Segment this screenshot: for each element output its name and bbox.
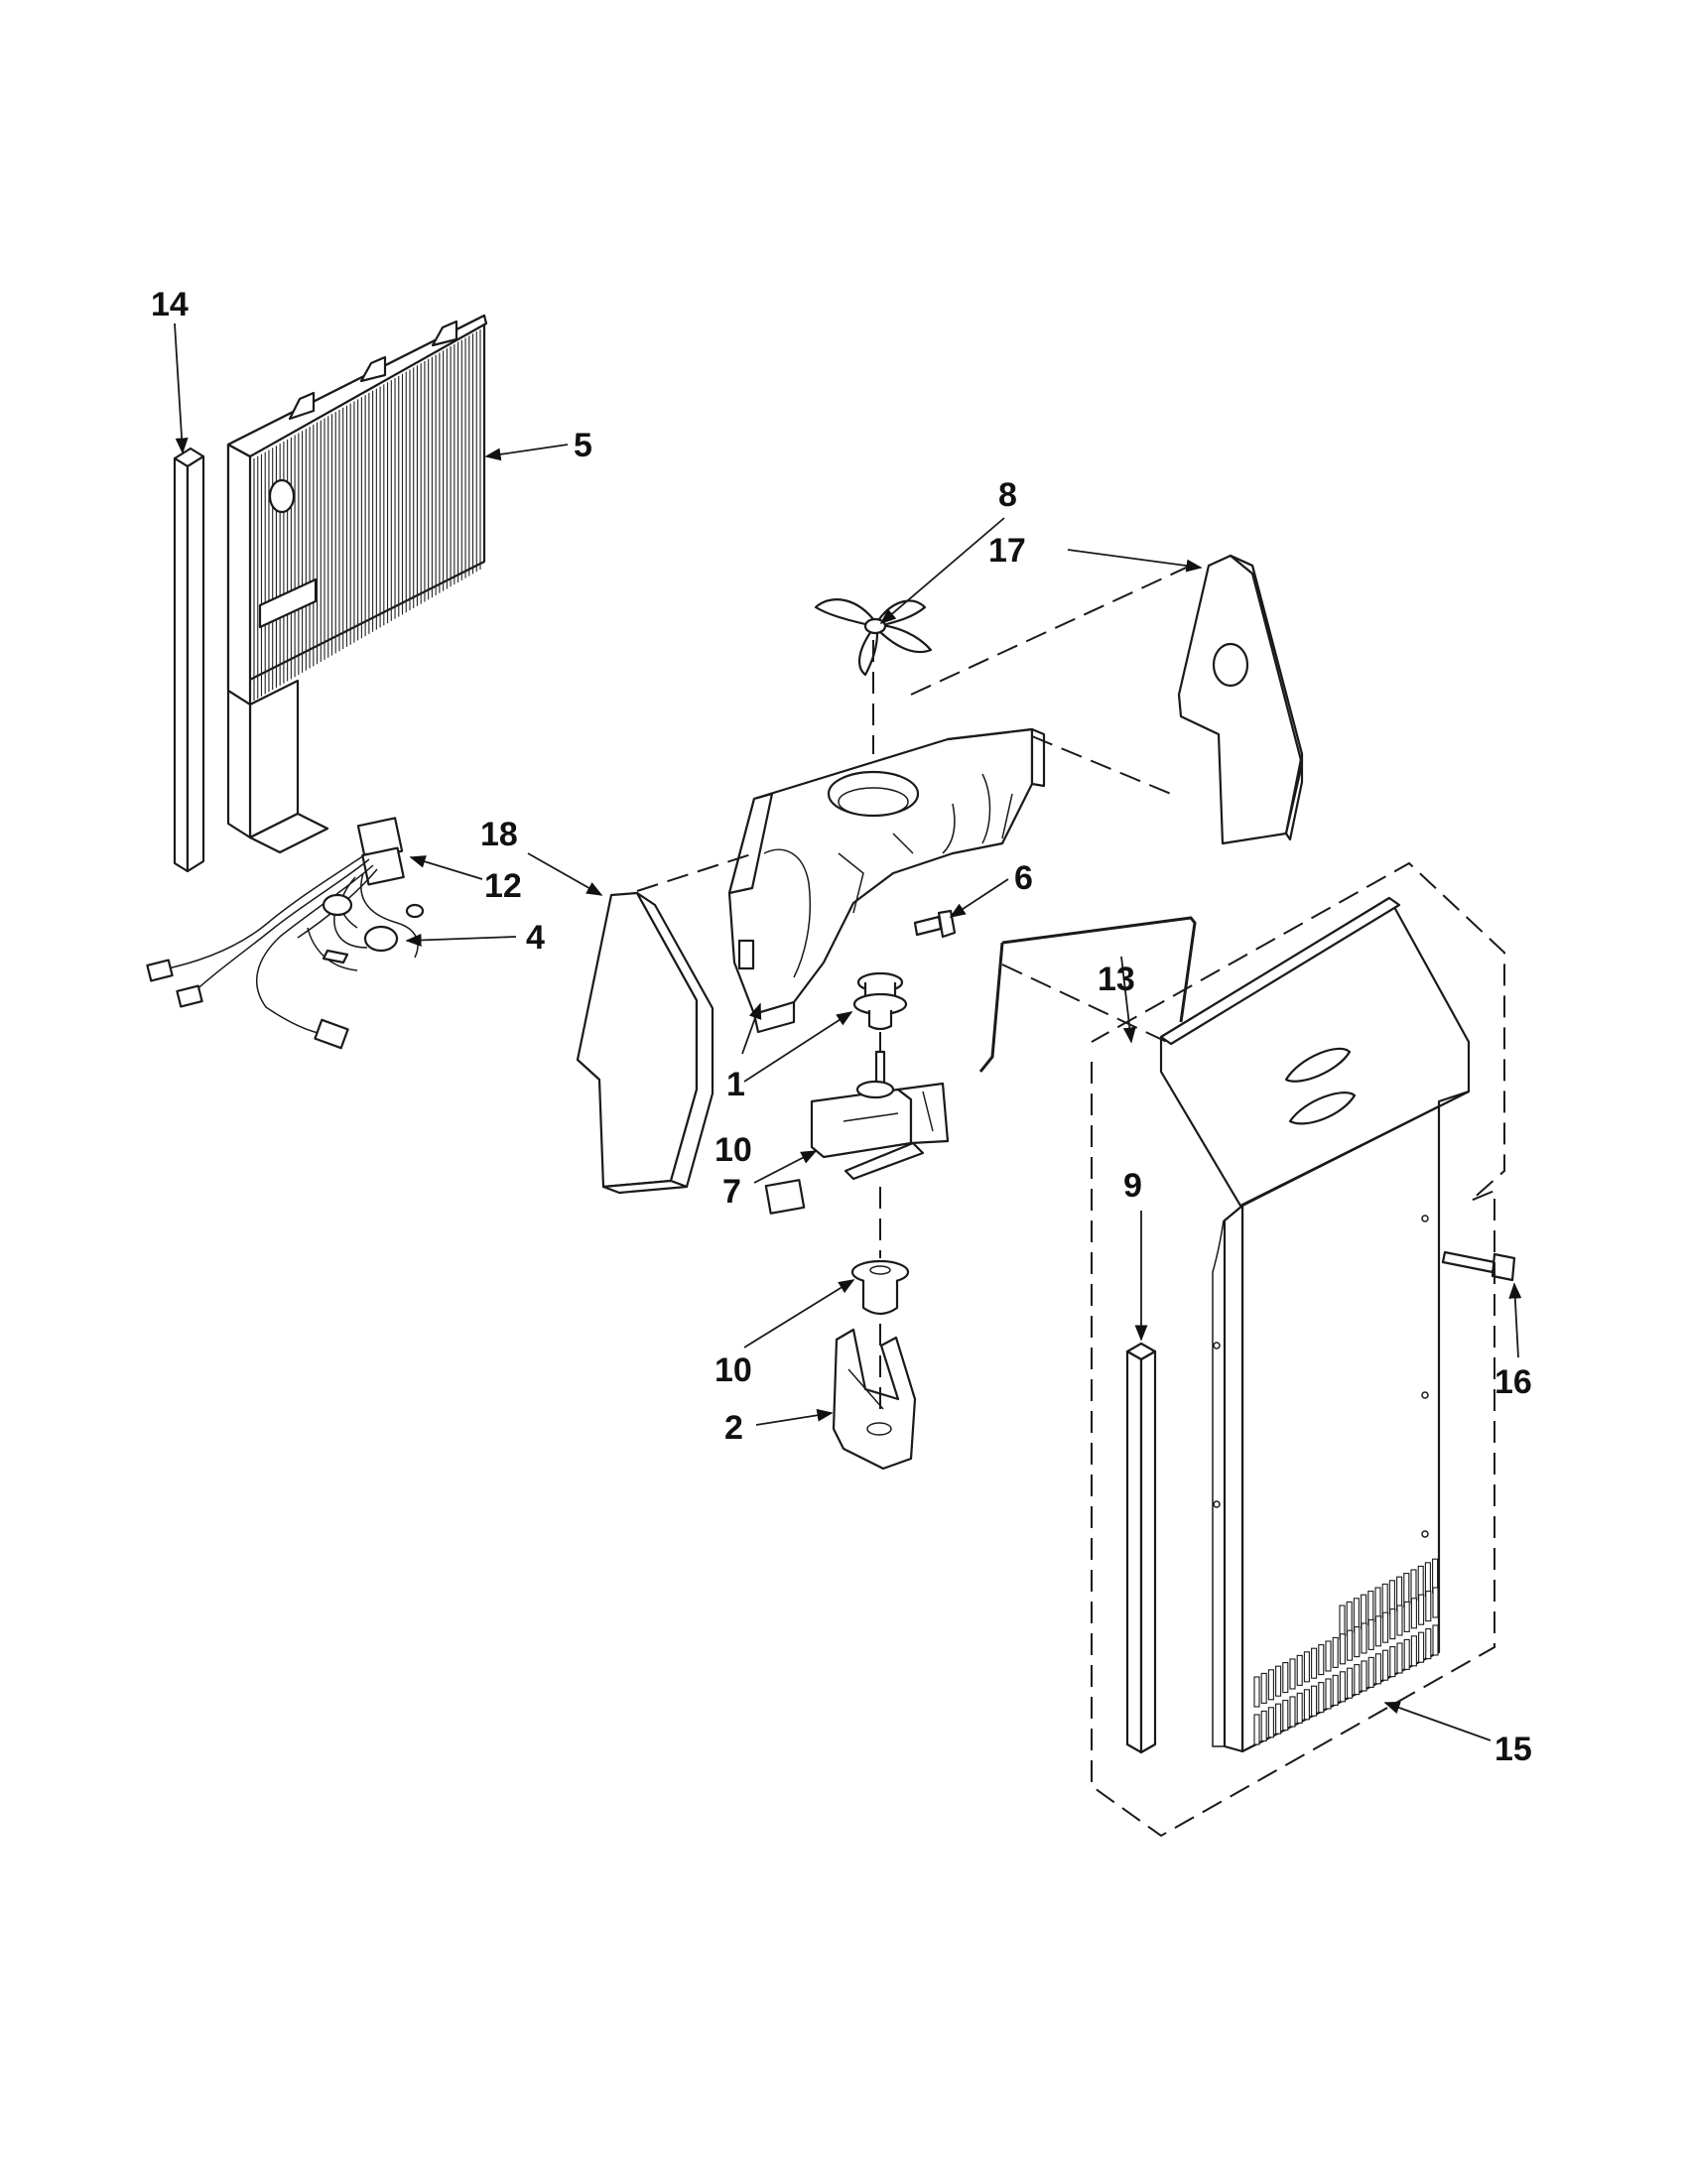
callout-13: 13 — [1098, 961, 1135, 998]
part-18-left-baffle — [576, 891, 714, 1195]
part-6-screw — [913, 909, 957, 939]
part-12-4-wire-harness — [146, 817, 425, 1050]
callout-labels: 14 5 8 17 18 12 4 6 13 1 10 7 9 16 10 2 … — [151, 286, 1532, 1768]
callout-6: 6 — [1014, 859, 1033, 897]
assembly-dashed-lines — [636, 563, 1505, 1838]
part-10-grommet-lower — [850, 1259, 910, 1316]
callout-17: 17 — [988, 532, 1026, 570]
callout-18: 18 — [480, 816, 518, 853]
callout-10-lower: 10 — [714, 1351, 752, 1389]
callout-9: 9 — [1123, 1167, 1142, 1205]
part-7-fan-motor — [764, 1050, 950, 1215]
part-13-wire-retainer — [978, 916, 1197, 1073]
part-8-fan-blade — [814, 598, 933, 677]
part-9-foam-strip — [1125, 1342, 1157, 1754]
callout-5: 5 — [574, 427, 592, 464]
part-10-grommet-upper — [852, 971, 908, 1031]
part-2-motor-bracket — [832, 1328, 917, 1471]
callout-10-upper: 10 — [714, 1131, 752, 1169]
callout-leaders — [174, 322, 1522, 1741]
callout-1: 1 — [726, 1066, 745, 1103]
callout-2: 2 — [724, 1409, 743, 1447]
callout-4: 4 — [526, 919, 545, 957]
part-5-evaporator-cover — [226, 314, 488, 854]
callout-8: 8 — [998, 476, 1017, 514]
callout-15: 15 — [1494, 1731, 1532, 1768]
part-16-screw — [1441, 1250, 1516, 1282]
part-15-air-duct — [1159, 896, 1471, 1753]
callout-7: 7 — [722, 1173, 741, 1211]
callout-12: 12 — [484, 867, 522, 905]
part-17-right-baffle — [1177, 554, 1304, 845]
callout-14: 14 — [151, 286, 189, 323]
callout-16: 16 — [1494, 1363, 1532, 1401]
part-14-foam-strip — [173, 447, 205, 873]
part-1-fan-housing — [727, 727, 1046, 1034]
